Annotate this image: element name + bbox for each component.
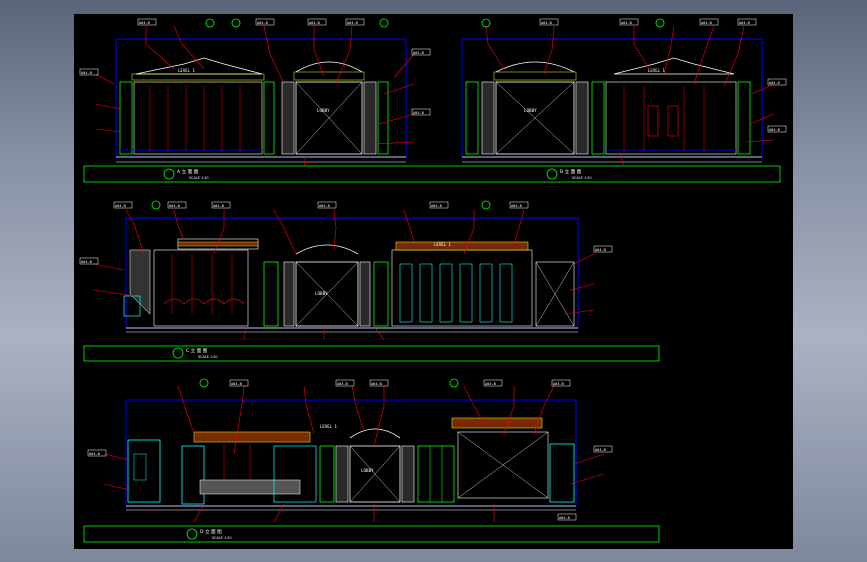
elevation-title: C 立 面 图 [186, 347, 208, 354]
elevation-marker-icon [163, 168, 175, 180]
elevation-a-outline [115, 38, 407, 158]
material-tag: A04-B [81, 260, 92, 264]
cad-viewport[interactable]: A04-B A04-B A04-B A04-B A04-B A04-B A04-… [74, 14, 793, 549]
elevation-b-outline [461, 38, 763, 158]
elevation-a-title-bar [83, 165, 781, 183]
elevation-title: A 立 面 图 [177, 168, 199, 175]
elevation-c-outline [125, 217, 579, 329]
material-tag: A04-B [431, 204, 442, 208]
material-tag: A04-B [347, 21, 358, 25]
material-tag: A04-B [559, 516, 570, 520]
elevation-c-tags: A04-B A04-B A04-B A04-B A04-B A04-B A04-… [79, 200, 613, 265]
elevation-b: A04-B A04-B A04-B A04-B A04-B A04-B LOBB… [461, 18, 787, 180]
material-tag: A04-B [139, 21, 150, 25]
elevation-drawing-sheet: A04-B A04-B A04-B A04-B A04-B A04-B A04-… [79, 18, 787, 543]
material-tag: A04-B [769, 128, 780, 132]
elevation-a: A04-B A04-B A04-B A04-B A04-B A04-B A04-… [79, 18, 781, 183]
elevation-marker-icon [186, 528, 198, 540]
material-tag: A04-B [485, 382, 496, 386]
level-label: LEVEL 1 [320, 424, 337, 429]
elevation-marker-icon [172, 347, 184, 359]
grid-bubble-icon [481, 200, 491, 210]
elevation-c: A04-B A04-B A04-B A04-B A04-B A04-B A04-… [79, 200, 660, 362]
elevation-d-title-bar [83, 525, 660, 543]
material-tag: A04-B [213, 204, 224, 208]
material-tag: A04-B [371, 382, 382, 386]
level-label: LEVEL 1 [648, 68, 665, 73]
elevation-scale: SCALE 1:50 [212, 536, 232, 540]
grid-bubble-icon [481, 18, 491, 28]
room-label: LOBBY [524, 108, 537, 113]
room-label: LOBBY [317, 108, 330, 113]
elevation-c-title-bar [83, 345, 660, 362]
material-tag: A04-B [595, 248, 606, 252]
elevation-d: A04-B A04-B A04-B A04-B A04-B A04-B A04-… [83, 378, 660, 543]
level-label: LEVEL 1 [178, 68, 195, 73]
material-tag: A04-B [231, 382, 242, 386]
material-tag: A04-B [553, 382, 564, 386]
material-tag: A04-B [81, 71, 92, 75]
elevation-d-outline [125, 399, 577, 507]
material-tag: A04-B [413, 111, 424, 115]
material-tag: A04-B [169, 204, 180, 208]
elevation-title: B 立 面 图 [560, 168, 582, 175]
grid-bubble-icon [231, 18, 241, 28]
elevation-title: D 立 面 图 [200, 528, 222, 535]
material-tag: A04-B [511, 204, 522, 208]
material-tag: A04-B [769, 81, 780, 85]
material-tag: A04-B [595, 448, 606, 452]
material-tag: A04-B [309, 21, 320, 25]
material-tag: A04-B [739, 21, 750, 25]
grid-bubble-icon [151, 200, 161, 210]
material-tag: A04-B [319, 204, 330, 208]
grid-bubble-icon [379, 18, 389, 28]
grid-bubble-icon [199, 378, 209, 388]
elevation-scale: SCALE 1:50 [572, 176, 592, 180]
material-tag: A04-B [115, 204, 126, 208]
room-label: LOBBY [361, 468, 374, 473]
level-label: LEVEL 1 [434, 242, 451, 247]
elevation-b-tags: A04-B A04-B A04-B A04-B A04-B A04-B [481, 18, 787, 133]
material-tag: A04-B [337, 382, 348, 386]
elevation-a-tags: A04-B A04-B A04-B A04-B A04-B A04-B A04-… [79, 18, 431, 116]
material-tag: A04-B [257, 21, 268, 25]
elevation-marker-icon [546, 168, 558, 180]
material-tag: A04-B [701, 21, 712, 25]
grid-bubble-icon [205, 18, 215, 28]
material-tag: A04-B [541, 21, 552, 25]
material-tag: A04-B [413, 51, 424, 55]
elevation-scale: SCALE 1:50 [189, 176, 209, 180]
grid-bubble-icon [449, 378, 459, 388]
material-tag: A04-B [89, 452, 100, 456]
elevation-scale: SCALE 1:50 [198, 355, 218, 359]
elevation-d-tags: A04-B A04-B A04-B A04-B A04-B A04-B A04-… [87, 378, 613, 521]
room-label: LOBBY [315, 291, 328, 296]
material-tag: A04-B [621, 21, 632, 25]
grid-bubble-icon [655, 18, 665, 28]
